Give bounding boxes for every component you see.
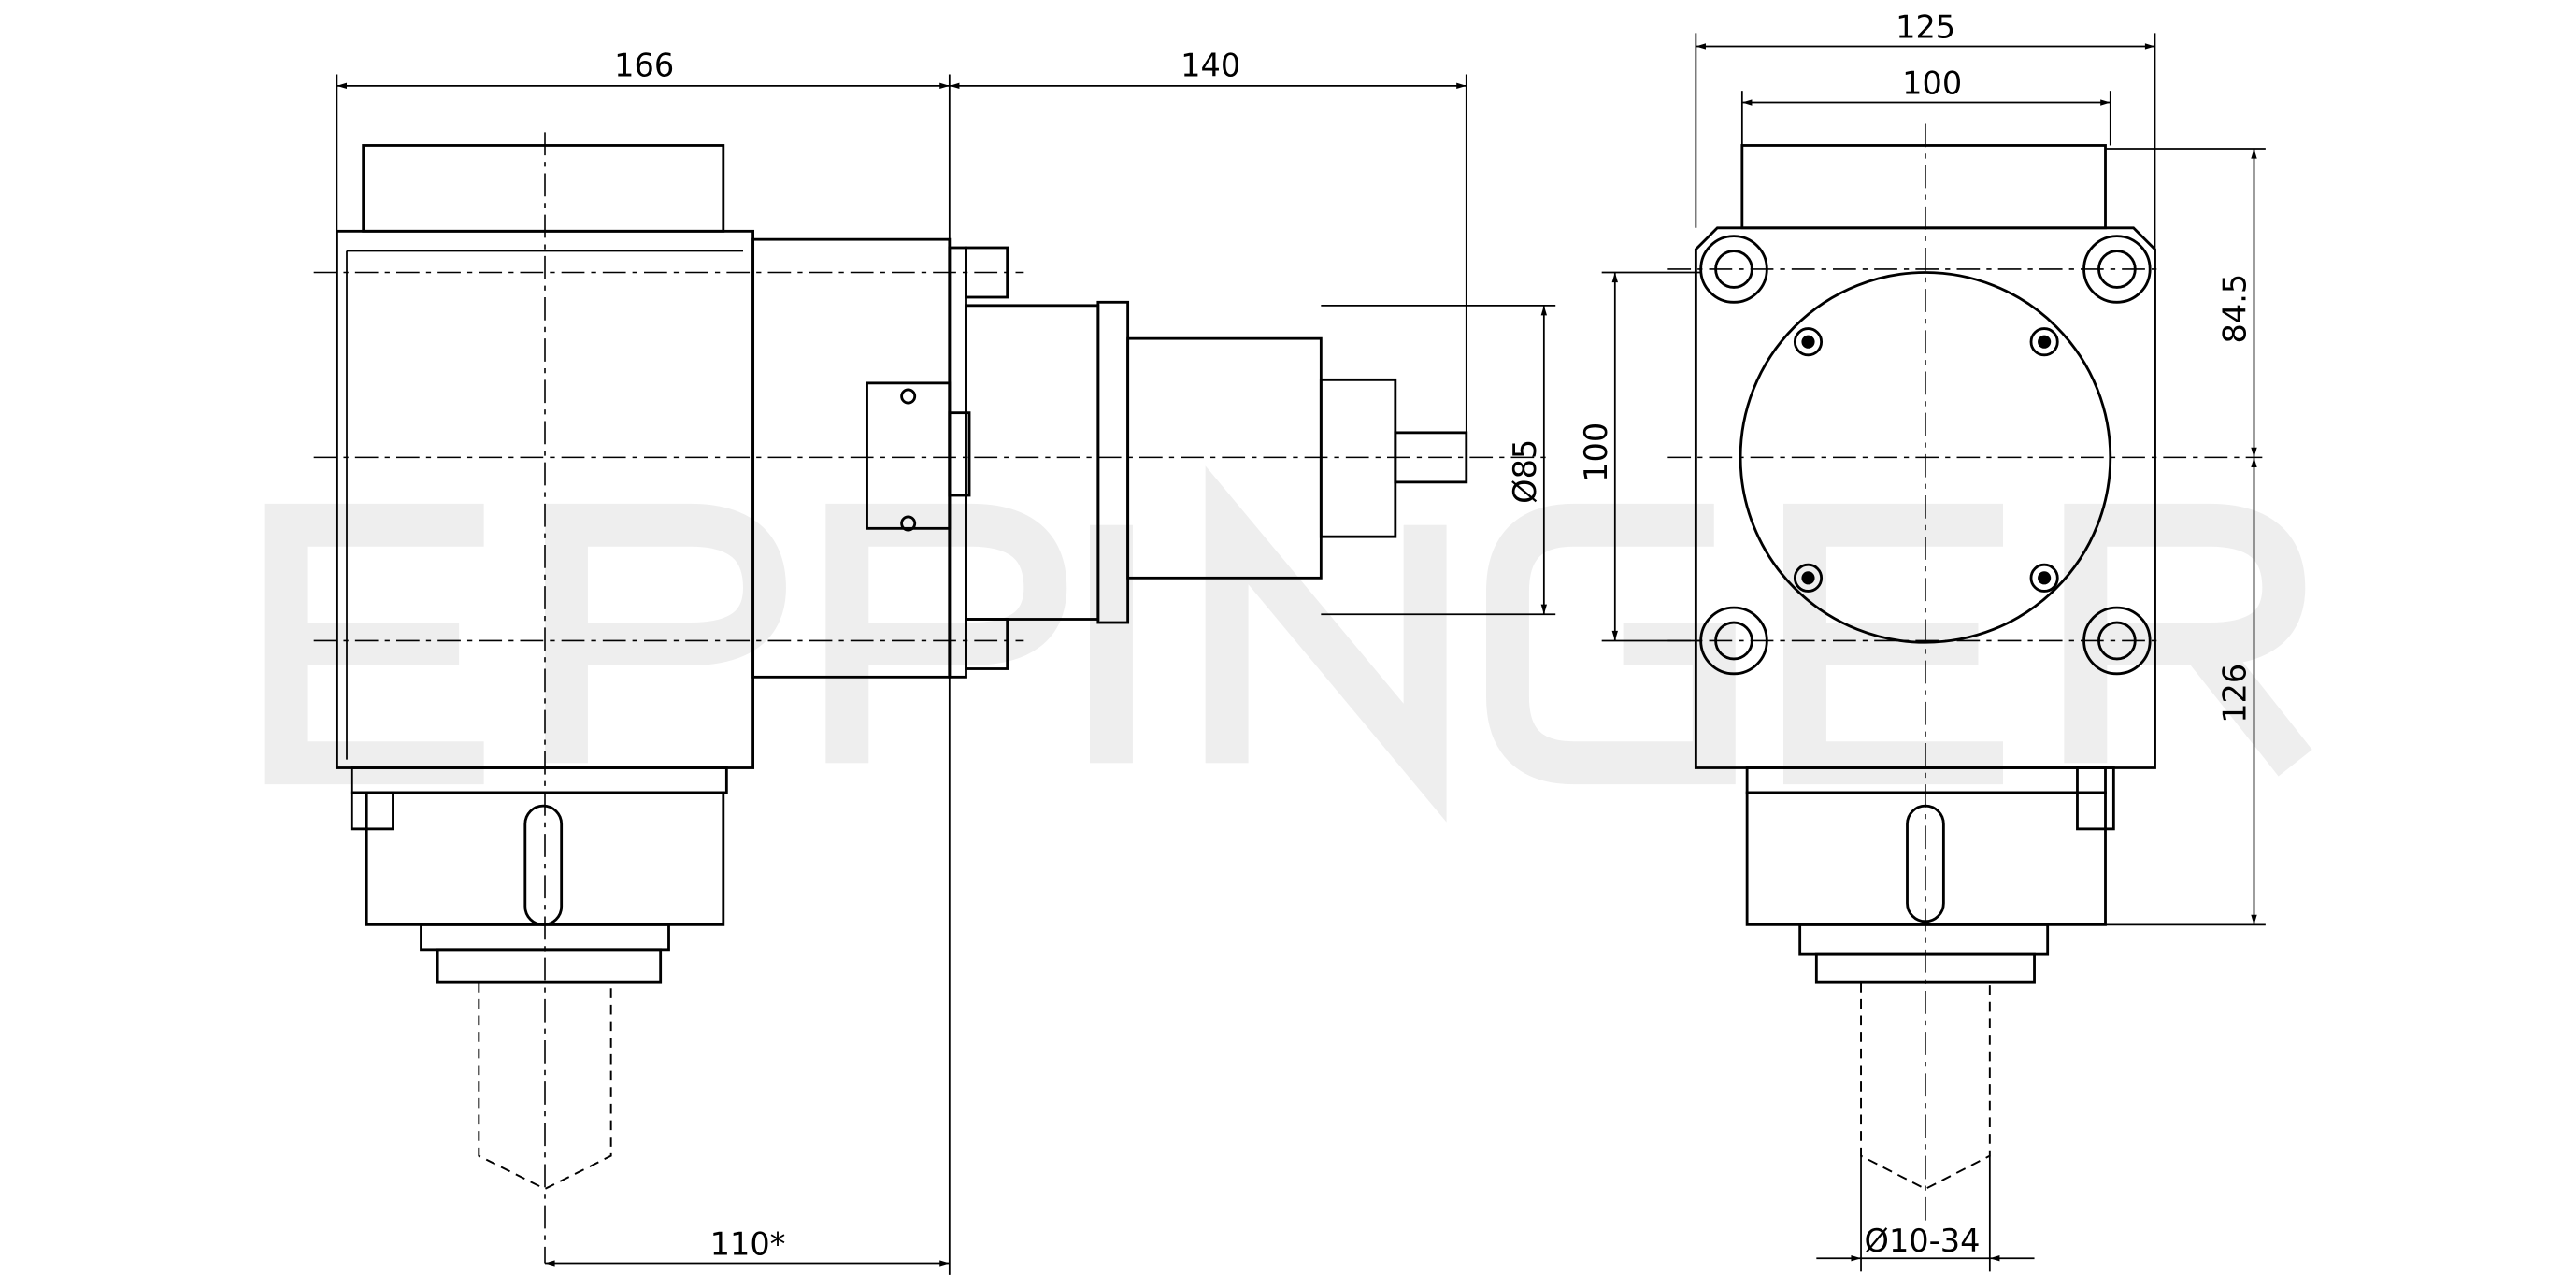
dim-d85: Ø85 — [1507, 439, 1543, 504]
flange-screws — [1793, 327, 2059, 593]
tool-flange — [1745, 791, 2107, 926]
main-body — [1694, 226, 2156, 769]
front-view: 125 100 Ø10-34 100 84.5 126 — [1578, 9, 2266, 1272]
side-view: 166 140 110* Ø85 — [313, 47, 1556, 1275]
dim-100-width: 100 — [1902, 65, 1962, 102]
dim-140: 140 — [1181, 47, 1240, 83]
dim-110: 110* — [710, 1226, 786, 1263]
top-cap — [1740, 144, 2107, 230]
dim-84-5: 84.5 — [2217, 274, 2254, 344]
dim-100-height: 100 — [1578, 422, 1614, 482]
dim-166: 166 — [614, 47, 674, 83]
dim-125: 125 — [1896, 9, 1955, 46]
eppinger-watermark — [264, 465, 2312, 823]
dim-126: 126 — [2217, 664, 2254, 723]
top-cap — [362, 144, 725, 233]
dim-d10-34: Ø10-34 — [1865, 1223, 1981, 1259]
